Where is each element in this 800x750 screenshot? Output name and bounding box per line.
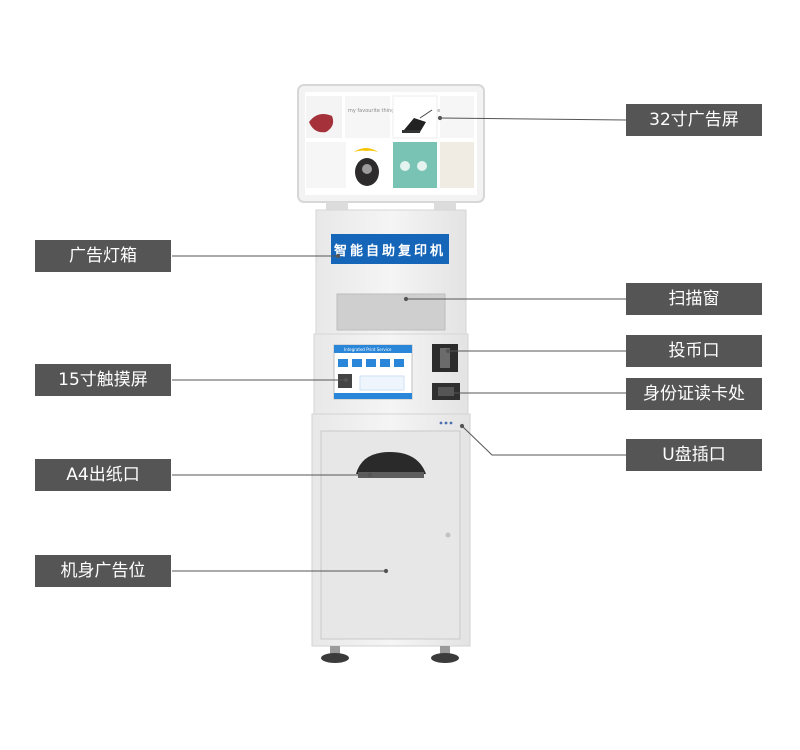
lamp-image	[402, 109, 433, 133]
label-scan-window: 扫描窗	[626, 283, 762, 315]
label-15-inch-touchscreen: 15寸触摸屏	[35, 364, 171, 396]
touchscreen-panel	[333, 344, 413, 400]
lightbox-text: 智能自助复印机	[334, 243, 446, 259]
ad-screen: my favourite thing about the summer...	[297, 84, 485, 210]
label-a4-paper-output: A4出纸口	[35, 459, 171, 491]
a4-output-slot	[356, 452, 426, 474]
label-coin-slot: 投币口	[626, 335, 762, 367]
leader-lines	[172, 115, 627, 574]
lightbox-panel	[331, 234, 449, 264]
kiosk-upper-body	[313, 209, 469, 415]
kiosk-cabinet	[311, 413, 471, 663]
leader-usb-port	[461, 425, 626, 456]
leader-screen-32	[439, 117, 627, 121]
label-usb-port: U盘插口	[626, 439, 762, 471]
label-id-card-reader: 身份证读卡处	[626, 378, 762, 410]
label-ad-lightbox: 广告灯箱	[35, 240, 171, 272]
label-body-ad-space: 机身广告位	[35, 555, 171, 587]
label-32-inch-ad-screen: 32寸广告屏	[626, 104, 762, 136]
scan-window-panel	[336, 293, 446, 331]
bird-banana-image	[354, 148, 379, 186]
lips-image	[309, 114, 334, 133]
touchscreen-title: Integrated Print Service	[344, 347, 392, 352]
